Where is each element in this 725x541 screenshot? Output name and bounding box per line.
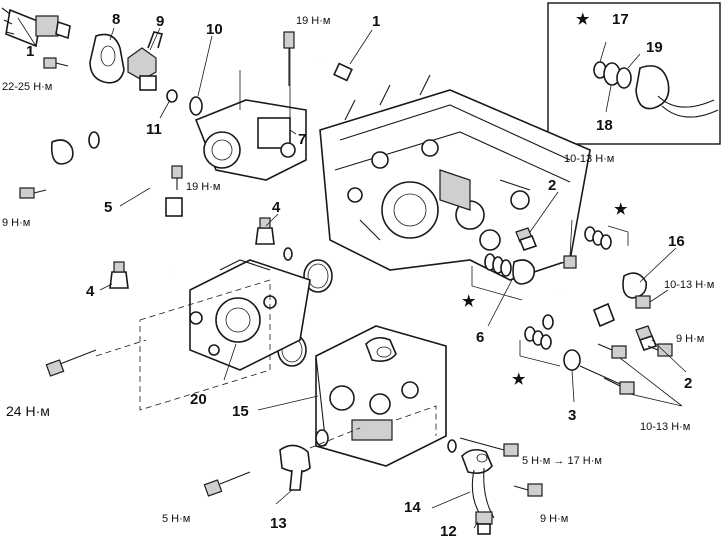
callout-11: 11 bbox=[146, 121, 162, 138]
torque-9-bottom: 9 Н·м bbox=[540, 513, 568, 525]
bolt-9-left bbox=[19, 187, 47, 199]
housing-20 bbox=[189, 259, 311, 371]
torque-5: 5 Н·м bbox=[162, 513, 190, 525]
torque-19-mid: 19 Н·м bbox=[186, 181, 220, 193]
washer-stack-top bbox=[584, 226, 612, 250]
callout-13: 13 bbox=[270, 515, 287, 532]
torque-10-13-bottom: 10-13 Н·м bbox=[640, 421, 690, 433]
inset-pipe bbox=[657, 95, 719, 118]
torque-9-left: 9 Н·м bbox=[2, 217, 30, 229]
gasket-8 bbox=[89, 33, 125, 84]
bolt-9-right bbox=[647, 343, 673, 357]
callout-14: 14 bbox=[404, 499, 421, 516]
washer-stack-bottom bbox=[524, 314, 554, 350]
throttle-body-7 bbox=[194, 31, 307, 181]
bolt-9-bottom bbox=[513, 483, 543, 497]
callout-9: 9 bbox=[156, 13, 164, 30]
leader-lines bbox=[17, 17, 687, 529]
callout-5: 5 bbox=[104, 199, 112, 216]
star-marker-bottom: ★ bbox=[512, 371, 526, 388]
callout-15: 15 bbox=[232, 403, 249, 420]
coolant-pipe-5 bbox=[50, 131, 183, 273]
torque-9-right: 9 Н·м bbox=[676, 333, 704, 345]
torque-10-13-right: 10-13 Н·м bbox=[664, 279, 714, 291]
sensor-connector-1 bbox=[1, 7, 71, 48]
callout-19: 19 bbox=[646, 39, 663, 56]
callout-2-bottom: 2 bbox=[684, 375, 692, 392]
callout-12: 12 bbox=[440, 523, 457, 540]
housing-15 bbox=[315, 325, 447, 467]
star-marker-left: ★ bbox=[462, 293, 476, 310]
washer-stack-left bbox=[484, 253, 512, 277]
o-ring-10 bbox=[189, 96, 203, 116]
callout-7: 7 bbox=[298, 131, 306, 148]
bolt-10-13-right bbox=[635, 289, 669, 309]
inset-frame bbox=[547, 2, 721, 145]
bolt-5-17 bbox=[459, 437, 519, 457]
sensor-9 bbox=[127, 31, 163, 91]
star-marker-inset: ★ bbox=[576, 11, 590, 28]
torque-19-top: 19 Н·м bbox=[296, 15, 330, 27]
callout-20: 20 bbox=[190, 391, 207, 408]
torque-24: 24 Н·м bbox=[6, 403, 50, 419]
pipe-13 bbox=[279, 427, 361, 491]
pipe-14 bbox=[461, 448, 495, 521]
callout-10: 10 bbox=[206, 21, 223, 38]
washer-11 bbox=[166, 89, 178, 103]
callout-18: 18 bbox=[596, 117, 613, 134]
pipe-3 bbox=[563, 349, 621, 385]
callout-8: 8 bbox=[112, 11, 120, 28]
callout-4-right: 4 bbox=[272, 199, 281, 216]
callout-4-left: 4 bbox=[86, 283, 95, 300]
callout-17: 17 bbox=[612, 11, 629, 28]
clip-2-bottom bbox=[635, 325, 658, 351]
hose-1 bbox=[319, 58, 382, 103]
inset-detail bbox=[547, 2, 721, 145]
callout-1-left: 1 bbox=[26, 43, 34, 60]
bolt-10-13-bottom-a bbox=[597, 343, 627, 359]
bolt-10-13-bottom-b bbox=[603, 377, 635, 395]
bolt-10-13-top bbox=[563, 219, 577, 269]
torque-10-13-top: 10-13 Н·м bbox=[564, 153, 614, 165]
torque-22-25: 22-25 Н·м bbox=[2, 81, 52, 93]
star-marker-top: ★ bbox=[614, 201, 628, 218]
inset-flange bbox=[635, 65, 670, 110]
clip-2-top bbox=[515, 227, 538, 251]
plug-12 bbox=[475, 511, 493, 535]
sensor-4-right bbox=[255, 217, 275, 245]
torque-5-17: 5 Н·м → 17 Н·м bbox=[522, 455, 602, 467]
pipe-assembly-16 bbox=[512, 258, 648, 361]
callout-2-top: 2 bbox=[548, 177, 556, 194]
bolt-22-25 bbox=[43, 57, 69, 69]
inset-washer-19 bbox=[616, 67, 632, 89]
callout-6: 6 bbox=[476, 329, 484, 346]
callout-1-top: 1 bbox=[372, 13, 380, 30]
bolt-19-mid bbox=[171, 165, 183, 190]
bolt-24 bbox=[45, 349, 97, 377]
bolt-5 bbox=[203, 471, 251, 497]
leader-frame-20 bbox=[139, 279, 271, 411]
sensor-4-left bbox=[109, 261, 129, 289]
callout-16: 16 bbox=[668, 233, 685, 250]
callout-3: 3 bbox=[568, 407, 576, 424]
